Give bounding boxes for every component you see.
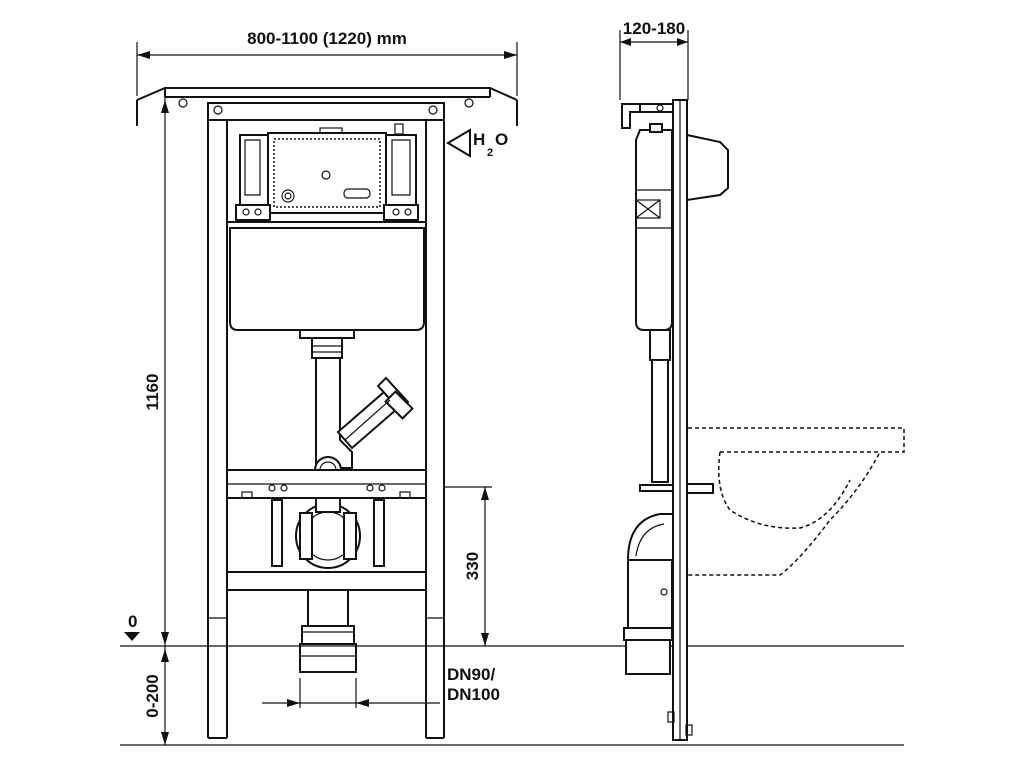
width-dimension: 800-1100 (1220) mm — [136, 29, 518, 96]
floor-adjust-label: 0-200 — [143, 674, 162, 717]
water-label-sub: 2 — [487, 147, 493, 159]
water-label-o: O — [495, 130, 508, 149]
pipe-label-line2: DN100 — [447, 685, 500, 704]
outlet-height-dimension: 330 — [444, 486, 492, 646]
height-dimension: 1160 0-200 — [143, 96, 169, 745]
toilet-bowl-outline — [688, 427, 905, 576]
width-label: 800-1100 (1220) mm — [247, 29, 407, 48]
height-label: 1160 — [143, 374, 162, 411]
depth-label: 120-180 — [623, 19, 685, 38]
side-view — [621, 99, 729, 741]
front-view — [136, 87, 518, 739]
zero-level-marker: 0 — [124, 612, 140, 641]
pipe-label-line1: DN90/ — [447, 665, 495, 684]
depth-dimension: 120-180 — [619, 19, 689, 100]
pipe-diameter-dimension: DN90/ DN100 — [262, 665, 500, 708]
zero-label: 0 — [128, 612, 137, 631]
water-label-h: H — [473, 130, 485, 149]
water-inlet-marker: H 2 O — [446, 128, 508, 159]
outlet-height-label: 330 — [463, 552, 482, 580]
